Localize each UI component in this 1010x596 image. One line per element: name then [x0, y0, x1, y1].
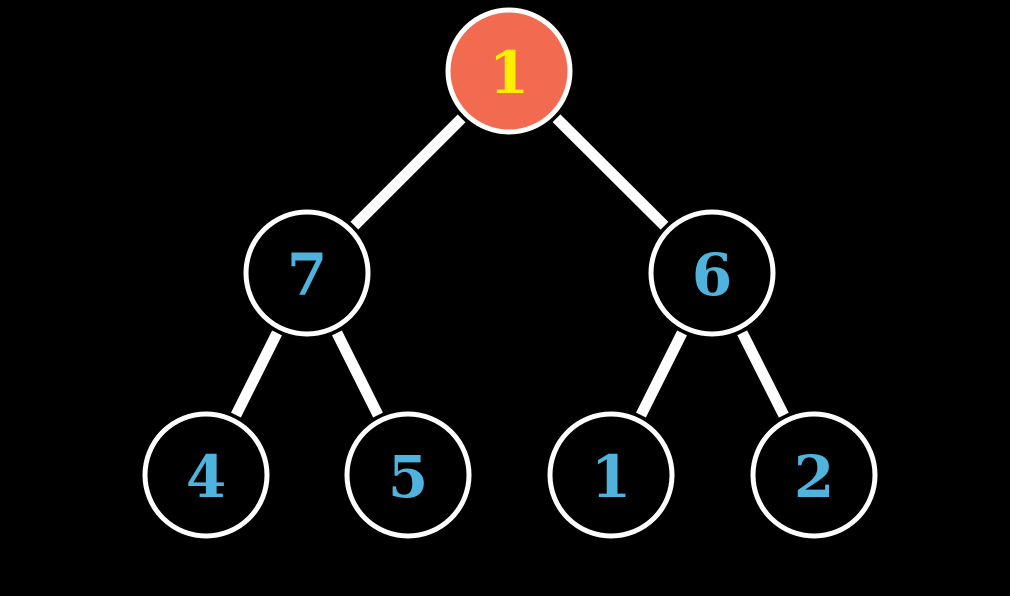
tree-node-7-label: 7 — [287, 241, 327, 309]
tree-node-5-label: 5 — [388, 443, 428, 511]
root-node-circle — [445, 7, 573, 135]
tree-edge-6-2 — [737, 330, 789, 418]
tree-node-7-circle — [243, 209, 371, 337]
root-node: 1 — [445, 7, 573, 135]
tree-edge-6-1 — [636, 330, 687, 418]
tree-node-2: 2 — [750, 411, 878, 539]
tree-node-4-circle — [142, 411, 270, 539]
tree-node-6-label: 6 — [692, 241, 732, 309]
tree-node-5-circle — [344, 411, 472, 539]
root-node-label: 1 — [489, 39, 529, 107]
tree-node-2-label: 2 — [794, 443, 834, 511]
tree-node-4: 4 — [142, 411, 270, 539]
edge-layer — [231, 114, 789, 418]
tree-edge-7-4 — [231, 330, 282, 418]
tree-node-1-leaf-label: 1 — [591, 443, 631, 511]
tree-edge-1-7 — [350, 114, 466, 230]
tree-node-4-label: 4 — [186, 443, 226, 511]
tree-node-1-leaf-circle — [547, 411, 675, 539]
tree-edge-7-5 — [332, 330, 383, 418]
tree-node-6: 6 — [648, 209, 776, 337]
tree-node-6-circle — [648, 209, 776, 337]
tree-node-1-leaf: 1 — [547, 411, 675, 539]
tree-node-2-circle — [750, 411, 878, 539]
tree-edge-1-6 — [552, 114, 669, 230]
tree-node-5: 5 — [344, 411, 472, 539]
tree-node-7: 7 — [243, 209, 371, 337]
